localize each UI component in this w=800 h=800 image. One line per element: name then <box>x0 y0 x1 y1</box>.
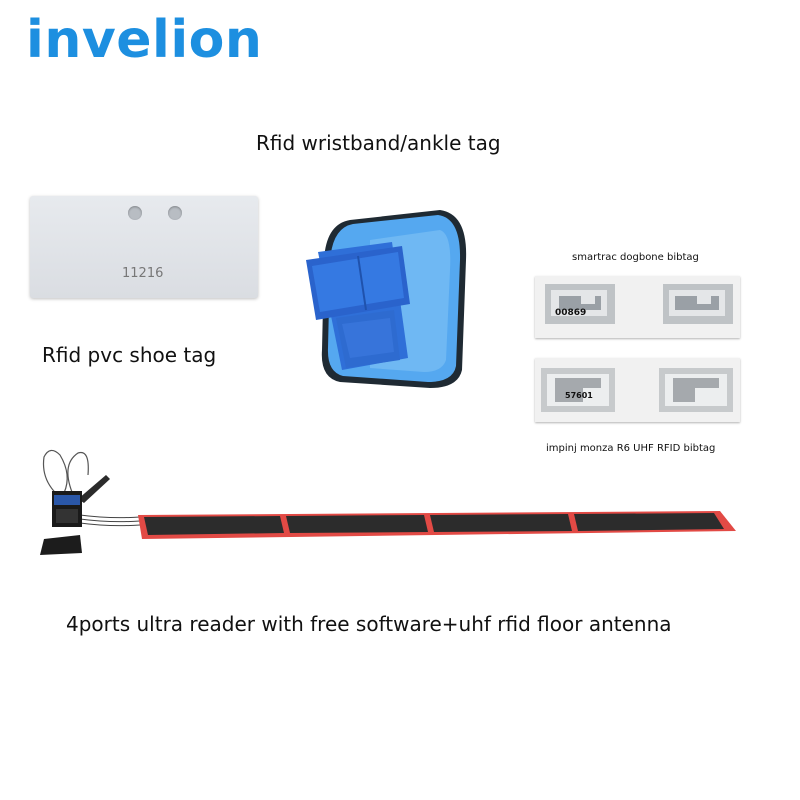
reader-and-floor-antenna-image <box>40 449 736 555</box>
tag-hole <box>168 206 182 220</box>
shoe-tag-number: 11216 <box>122 266 164 281</box>
tag-hole <box>128 206 142 220</box>
dogbone-bibtag-image: 00869 <box>535 276 740 338</box>
dogbone-bib-number: 00869 <box>555 308 587 318</box>
reader-caption: 4ports ultra reader with free software+u… <box>66 612 672 636</box>
invelion-logo: invelion <box>26 10 263 70</box>
dogbone-bibtag-caption: smartrac dogbone bibtag <box>572 252 699 263</box>
shoe-tag-caption: Rfid pvc shoe tag <box>42 343 217 367</box>
impinj-bibtag-caption: impinj monza R6 UHF RFID bibtag <box>546 443 716 454</box>
impinj-bibtag-image: 57601 <box>535 358 740 422</box>
wristband-caption: Rfid wristband/ankle tag <box>256 131 501 155</box>
impinj-bib-number: 57601 <box>565 391 593 400</box>
pvc-shoe-tag-image: 11216 <box>30 196 258 298</box>
wristband-image <box>306 210 467 388</box>
